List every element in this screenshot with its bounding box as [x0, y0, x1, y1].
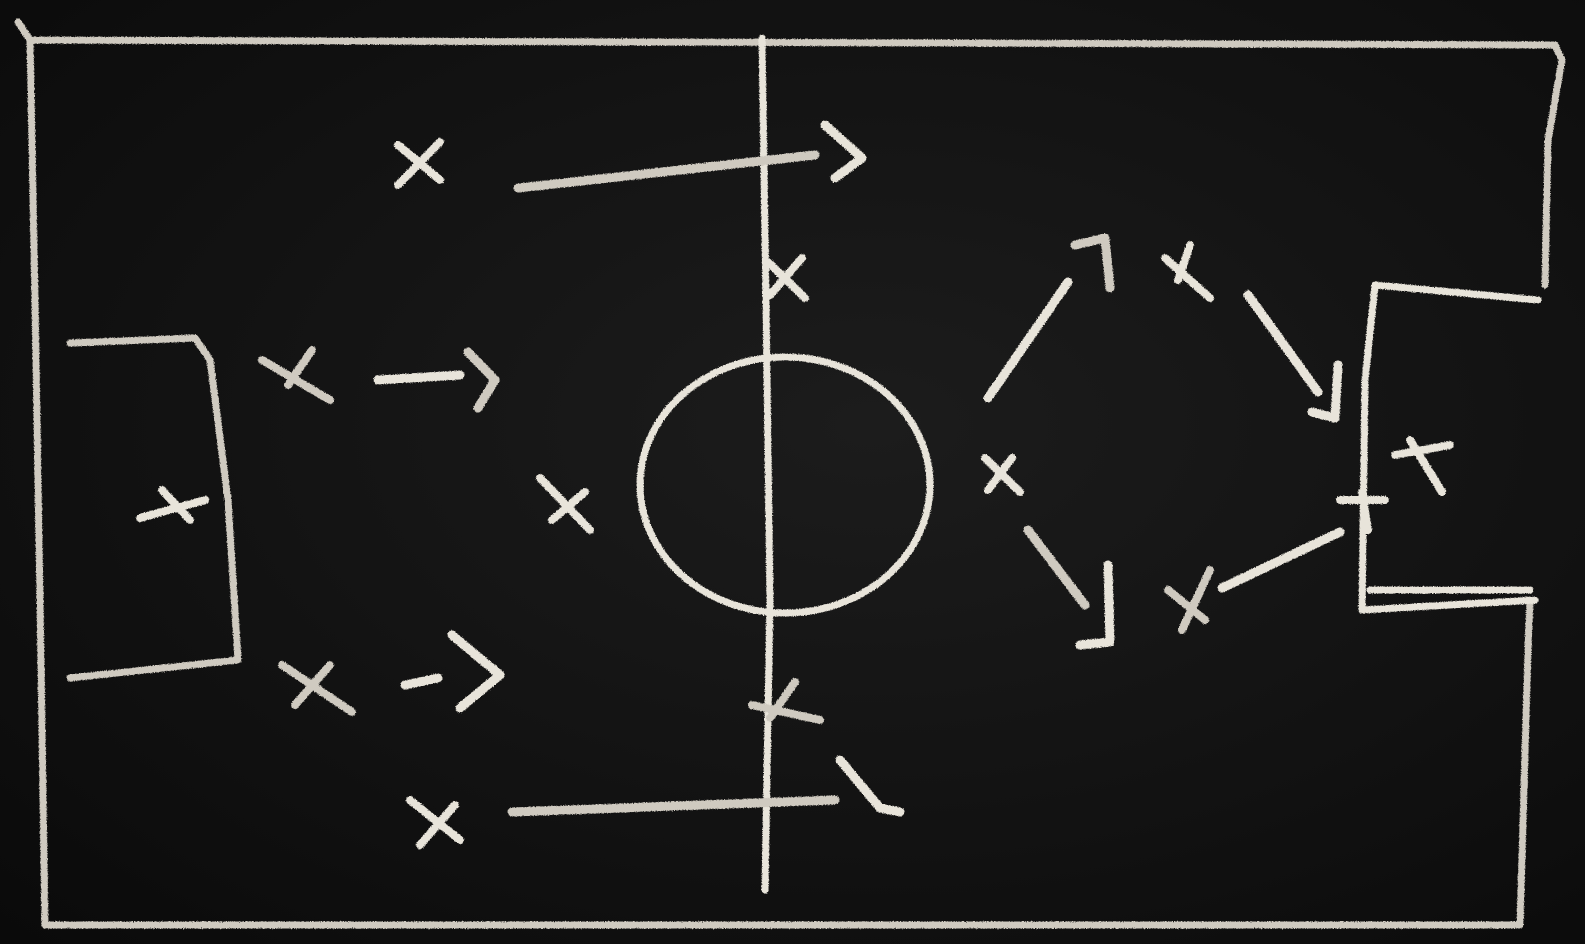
halfway-line: [762, 38, 770, 890]
center-circle: [640, 357, 930, 613]
player-marker: [282, 665, 352, 712]
player-marker: [985, 458, 1020, 492]
player-marker: [398, 142, 440, 185]
left-penalty-box: [70, 338, 238, 678]
movement-arrow: [988, 238, 1110, 398]
player-marker: [768, 258, 805, 298]
movement-arrow: [1028, 530, 1110, 645]
player-marker: [1168, 570, 1210, 630]
player-marker: [752, 682, 820, 720]
movement-arrow: [518, 125, 862, 188]
movement-arrow: [405, 635, 500, 708]
player-marker: [140, 490, 205, 520]
movement-arrow: [1248, 295, 1338, 418]
movement-arrow: [512, 760, 900, 812]
player-marker: [1165, 245, 1210, 298]
movement-arrow: [378, 352, 495, 408]
player-marker: [1395, 440, 1450, 492]
player-marker: [410, 800, 460, 845]
movement-arrow: [1222, 532, 1340, 588]
player-marker: [262, 350, 330, 400]
player-marker: [540, 478, 590, 530]
